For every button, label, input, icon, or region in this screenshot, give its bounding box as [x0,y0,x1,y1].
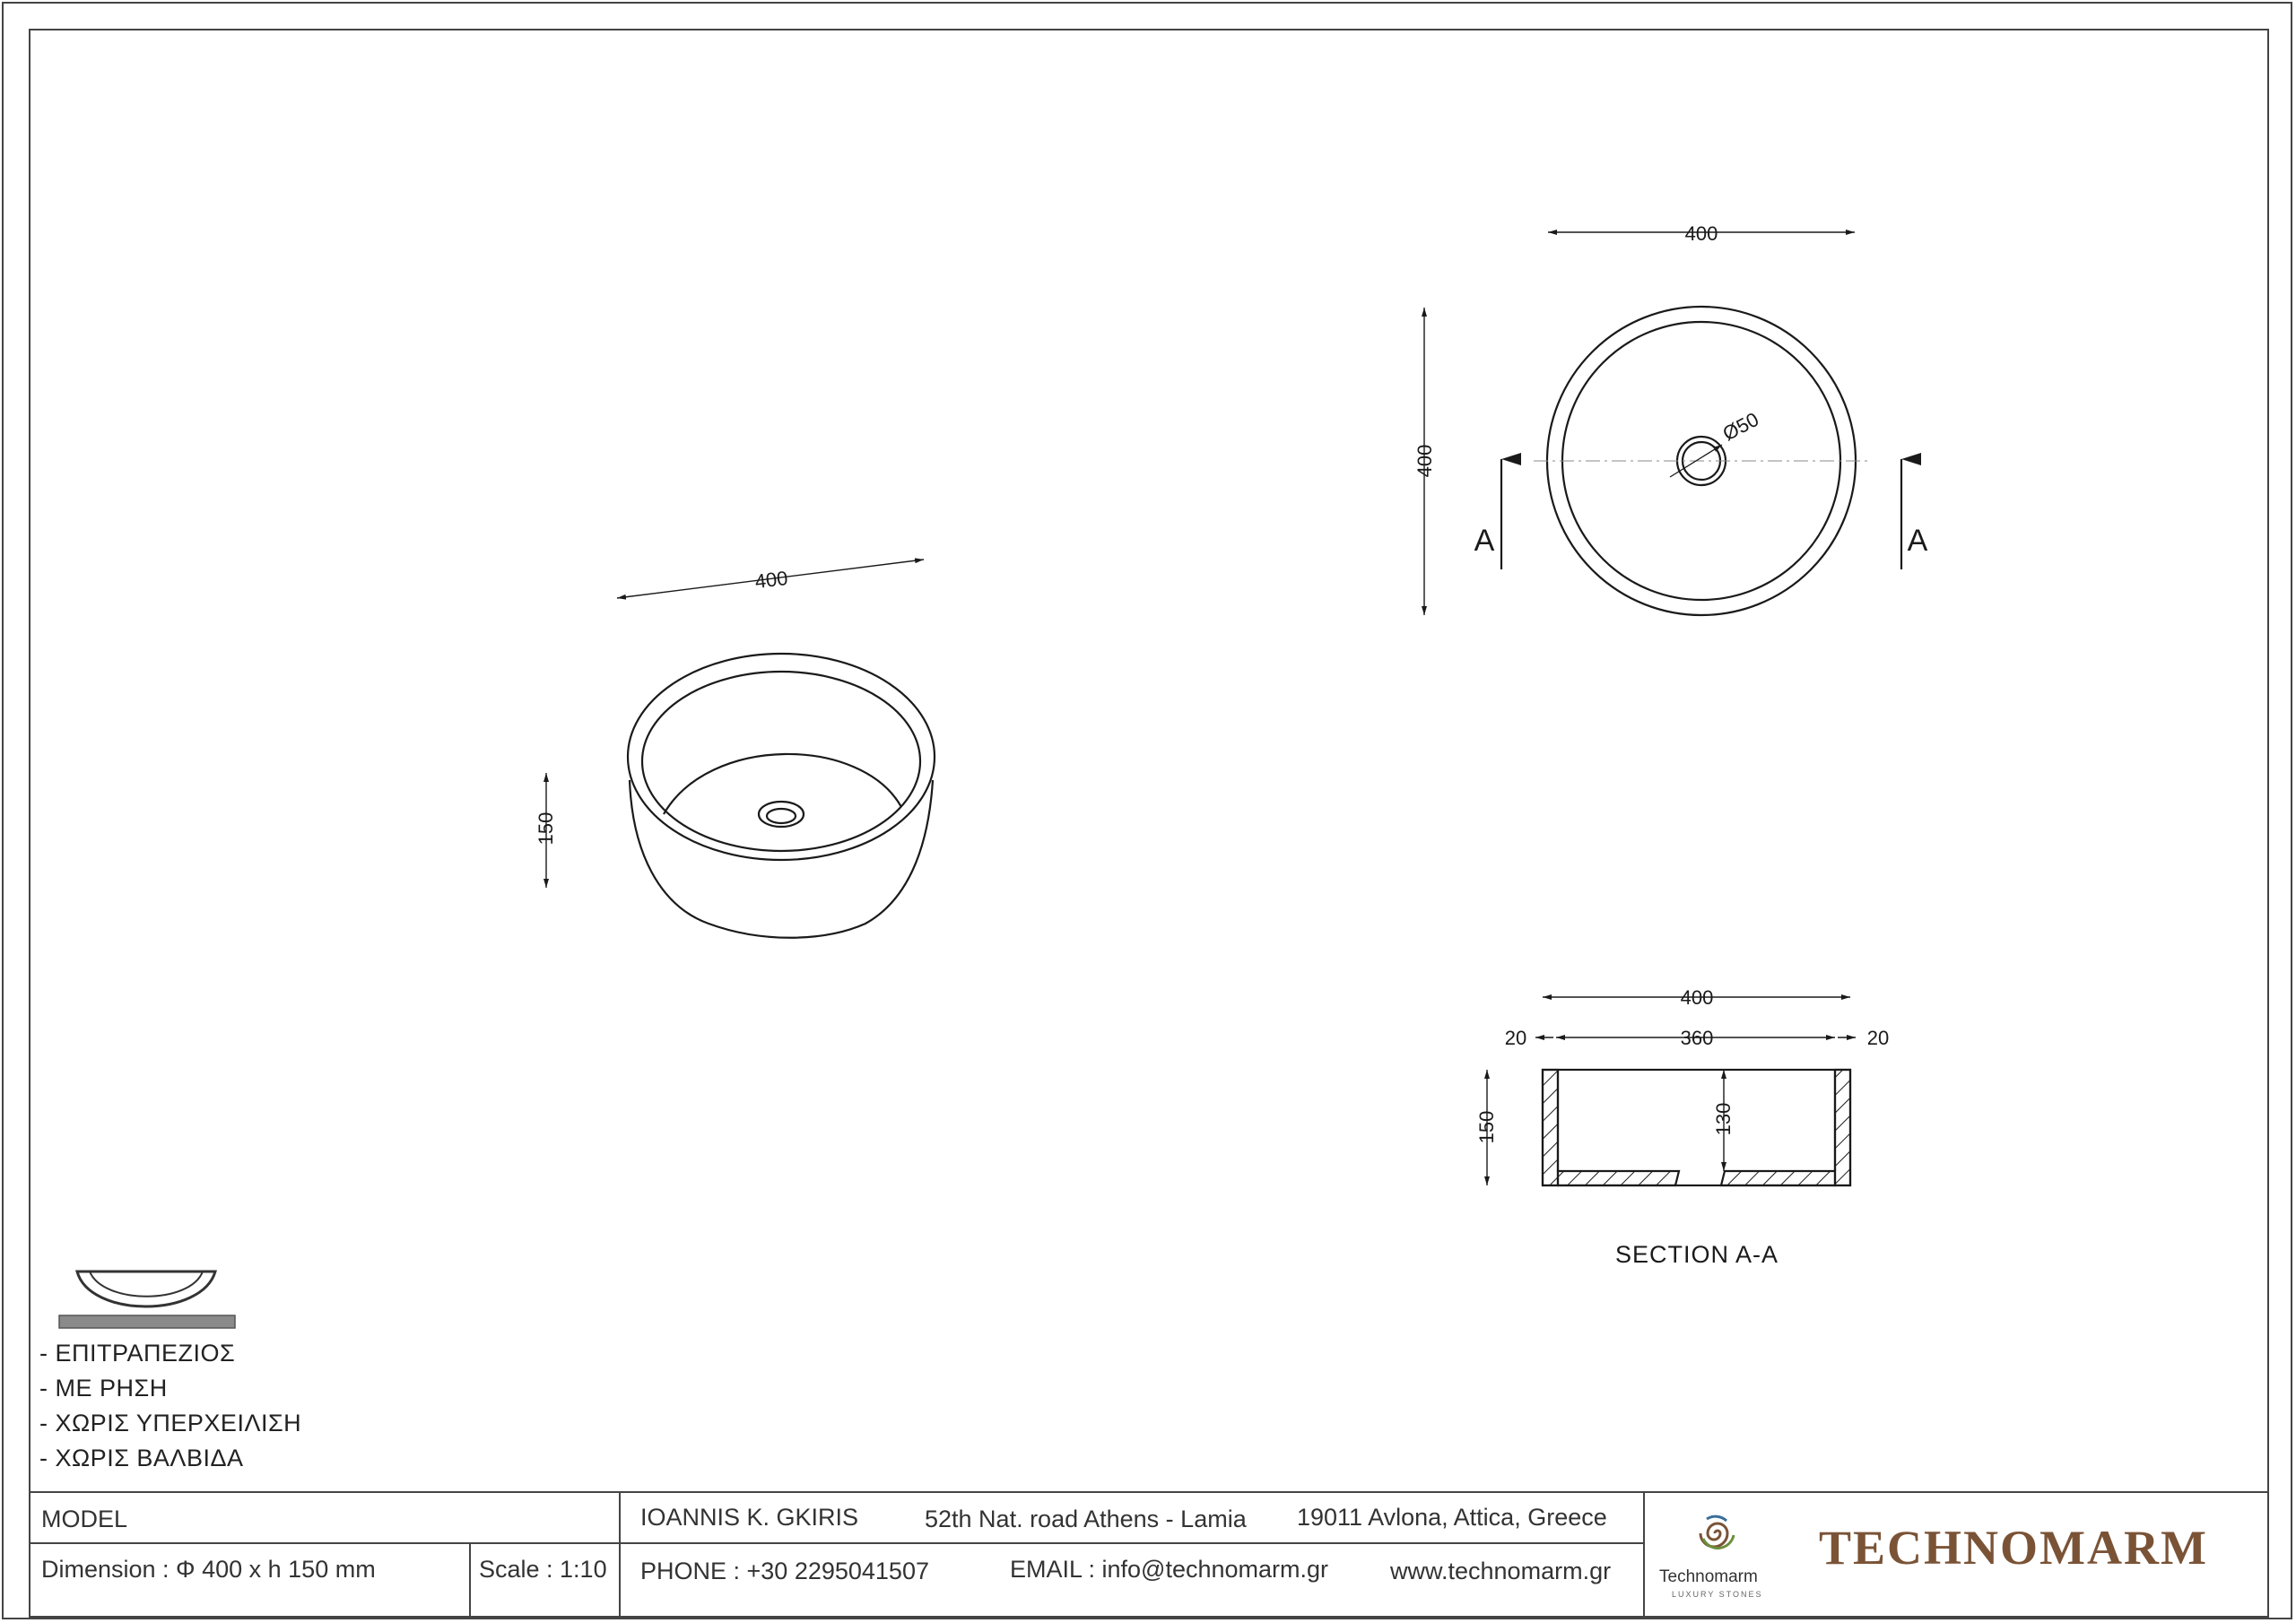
countertop-pictogram [58,1270,236,1329]
model-label: MODEL [41,1506,128,1532]
pictogram-basin [75,1270,217,1308]
scale-text: Scale : 1:10 [479,1556,607,1583]
logo-name: Technomarm [1659,1567,1758,1586]
iso-bowl-floor [663,752,902,815]
pictogram-countertop [58,1315,236,1329]
section-floor-right [1719,1169,1837,1187]
iso-drain-inner [765,807,797,825]
drain-diameter-label: Ø50 [1719,408,1762,446]
title-block-row-divider [29,1542,1643,1544]
section-view [1484,994,1856,1187]
feature-item: - ΧΩΡΙΣ ΒΑΛΒΙΔΑ [39,1445,244,1471]
section-inner-label: 360 [1681,1027,1714,1049]
iso-width-label: 400 [753,567,788,593]
address-road: 52th Nat. road Athens - Lamia [925,1506,1247,1532]
brand-wordmark: TECHNOMARM [1819,1521,2208,1575]
title-block-divider [469,1542,471,1619]
feature-item: - ΧΩΡΙΣ ΥΠΕΡΧΕΙΛΙΣΗ [39,1410,302,1436]
iso-height-label: 150 [535,812,557,846]
iso-view [544,558,936,939]
iso-width-dim-line [616,558,925,600]
section-wall-right-label: 20 [1867,1027,1889,1049]
title-block-divider [1643,1493,1645,1619]
section-marker-left: A [1474,524,1495,558]
logo-tagline: LUXURY STONES [1672,1590,1763,1599]
plan-width-label: 400 [1685,222,1718,245]
iso-outer-rim [626,652,936,862]
address-city: 19011 Avlona, Attica, Greece [1297,1504,1607,1531]
title-block-divider [619,1493,621,1619]
section-floor-left [1556,1169,1681,1187]
spiral-logo-icon [1699,1515,1735,1549]
section-height-label: 150 [1475,1111,1498,1144]
section-wall-left [1541,1068,1560,1187]
iso-basin-body [628,779,935,939]
owner-name: IOANNIS K. GKIRIS [640,1504,859,1531]
website-text: www.technomarm.gr [1390,1558,1612,1584]
plan-height-label: 400 [1413,445,1436,478]
pictogram-basin-inner [89,1271,204,1298]
section-wall-left-label: 20 [1505,1027,1526,1049]
section-marker-right: A [1908,524,1928,558]
drain-leader [1669,444,1723,478]
feature-list: - ΕΠΙΤΡΑΠΕΖΙΟΣ - ΜΕ ΡΗΣΗ - ΧΩΡΙΣ ΥΠΕΡΧΕΙ… [39,1336,301,1476]
email-text: EMAIL : info@technomarm.gr [1010,1556,1329,1583]
phone-text: PHONE : +30 2295041507 [640,1558,929,1584]
section-overall-label: 400 [1681,986,1714,1009]
section-outline [1541,1068,1852,1187]
section-depth-label: 130 [1712,1103,1735,1136]
iso-inner-rim [640,670,922,853]
dimension-text: Dimension : Φ 400 x h 150 mm [41,1556,376,1583]
feature-item: - ΜΕ ΡΗΣΗ [39,1375,168,1402]
section-wall-right [1833,1068,1852,1187]
title-block: MODEL Dimension : Φ 400 x h 150 mm Scale… [29,1491,2269,1619]
plan-view [1422,230,1921,617]
section-caption: SECTION A-A [1615,1241,1779,1268]
iso-drain-outer [757,800,805,829]
drawing-frame [29,29,2269,1618]
feature-item: - ΕΠΙΤΡΑΠΕΖΙΟΣ [39,1340,236,1367]
